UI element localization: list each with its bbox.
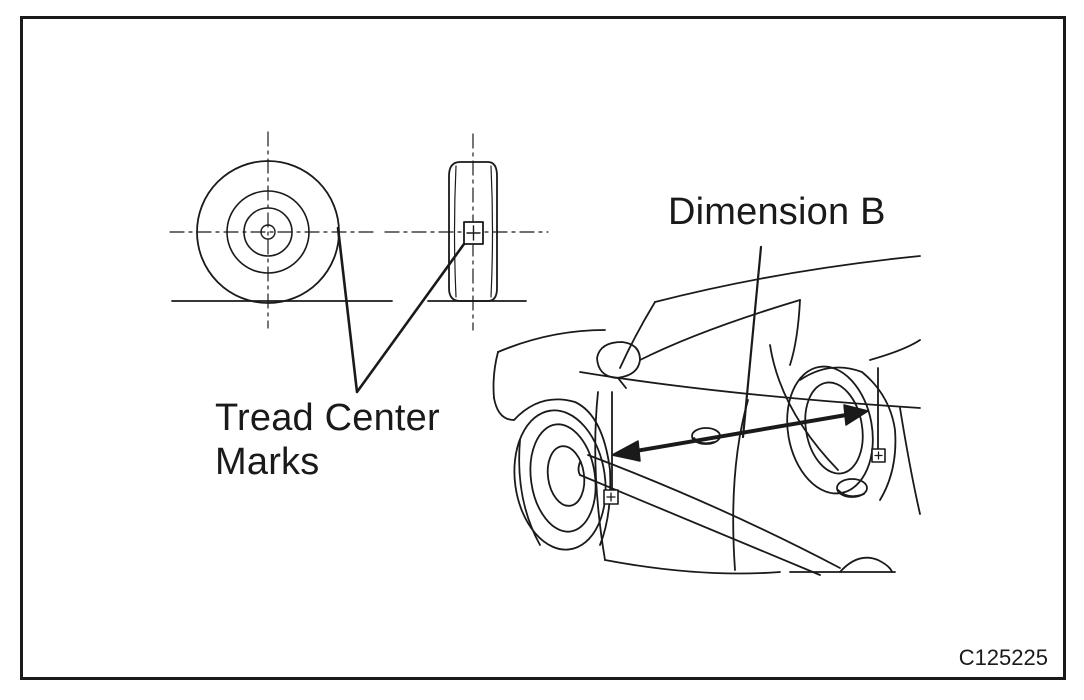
side-mirror [596, 341, 641, 389]
tire-side-view [169, 131, 393, 329]
front-tread-mark-icon [603, 489, 619, 505]
body-side-molding-bottom [579, 474, 821, 576]
rear-tread-mark-icon [871, 448, 886, 463]
vehicle-illustration [492, 255, 921, 576]
vehicle-roof-line [654, 255, 921, 303]
vehicle-a-pillar [619, 301, 656, 369]
rear-door-handle [836, 478, 868, 498]
tire-front-left-shoulder [453, 165, 457, 298]
tread-center-label-line1: Tread Center [215, 397, 440, 439]
body-side-molding-top [587, 454, 841, 569]
front-wheel [513, 409, 607, 551]
front-door-leading-edge [594, 391, 606, 561]
beltline [579, 371, 921, 409]
tread-center-label-line2: Marks [215, 441, 320, 483]
vehicle-hood-line [497, 329, 606, 353]
tread-center-mark-icon [463, 221, 484, 245]
wheel-center-circle [260, 224, 276, 240]
front-wheel-arch [513, 398, 612, 546]
wheel-rim-circle [226, 190, 310, 274]
dimension-b-label: Dimension B [668, 191, 886, 233]
front-door-trailing-edge [732, 399, 749, 571]
tire-front-view [384, 133, 549, 331]
vehicle-front-fascia [492, 351, 499, 399]
dimension-b-arrow [611, 404, 869, 462]
diagram-frame [20, 16, 1066, 680]
figure-code: C125225 [958, 645, 1048, 670]
wheel-hub-circle [243, 207, 293, 257]
tire-front-right-shoulder [490, 165, 494, 298]
tread-center-leader-lines [336, 226, 466, 394]
